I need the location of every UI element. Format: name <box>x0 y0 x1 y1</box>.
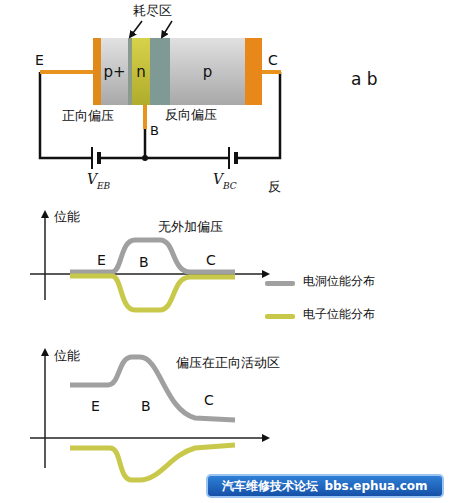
legend-text: 电子位能分布 <box>303 308 375 322</box>
graph-title: 偏压在正向活动区 <box>176 356 280 371</box>
depletion-region <box>150 38 170 105</box>
electron-potential-curve <box>70 276 235 310</box>
terminal-label: C <box>268 52 278 68</box>
end-cap <box>245 38 262 105</box>
leader-line <box>162 21 172 37</box>
watermark-box: 汽车维修技术论坛 bbs.ephua.com <box>206 474 444 498</box>
region-marker: B <box>139 254 149 270</box>
legend-text: 电洞位能分布 <box>303 275 375 289</box>
terminal-label: B <box>150 124 159 139</box>
watermark-text: 汽车维修技术论坛 <box>222 478 318 495</box>
leader-line <box>130 21 142 37</box>
hole-potential-curve <box>70 240 235 272</box>
depletion-label: 耗尽区 <box>133 4 172 19</box>
region-label: n <box>136 63 146 81</box>
battery-symbol <box>92 147 236 169</box>
p-region: p <box>170 38 245 105</box>
note-label: a b <box>351 70 378 90</box>
voltage-symbol: V <box>213 171 223 187</box>
axis <box>30 212 268 468</box>
junction-dot <box>142 155 148 161</box>
base-lead <box>143 104 147 129</box>
emitter-lead <box>40 70 94 74</box>
axis-label: 位能 <box>54 210 80 225</box>
voltage-subscript: BC <box>223 181 237 191</box>
n-region: n <box>132 38 150 105</box>
region-marker: E <box>97 252 106 268</box>
bias-label: 正向偏压 <box>62 109 114 124</box>
region-label: p <box>203 63 213 81</box>
region-marker: C <box>206 252 216 268</box>
terminal-label: E <box>35 52 44 68</box>
p-plus-region: p+ <box>101 38 128 105</box>
graph-title: 无外加偏压 <box>158 220 223 235</box>
note-label: 反 <box>268 180 281 195</box>
bias-label: 反向偏压 <box>165 108 217 123</box>
end-cap <box>93 38 101 105</box>
watermark-text: bbs.ephua.com <box>324 479 427 493</box>
region-marker: E <box>91 398 100 414</box>
region-label: p+ <box>103 63 125 81</box>
region-marker: C <box>204 392 214 408</box>
collector-lead <box>262 70 281 74</box>
region-marker: B <box>141 398 151 414</box>
axis-label: 位能 <box>54 349 80 364</box>
legend-swatch <box>265 314 295 319</box>
voltage-symbol: V <box>87 171 97 187</box>
voltage-subscript: EB <box>97 181 110 191</box>
legend-swatch <box>265 281 295 286</box>
